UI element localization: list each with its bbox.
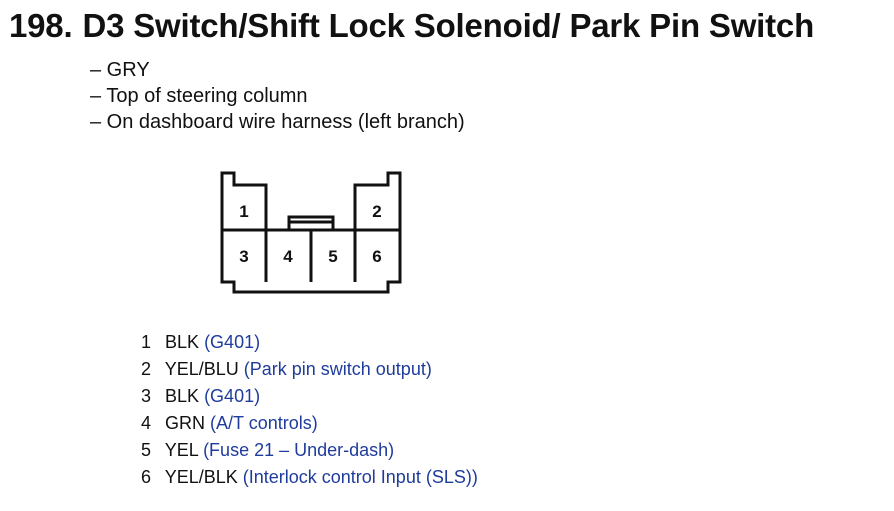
pin-label-5: 5 [328, 247, 337, 266]
wire-color: YEL/BLK [164, 467, 238, 487]
page-title: 198.D3 Switch/Shift Lock Solenoid/ Park … [9, 6, 814, 46]
connector-housing-outline [220, 171, 402, 294]
pin-assignment-list: 1 BLK (G401) 2 YEL/BLU (Park pin switch … [141, 329, 478, 491]
pin-number: 1 [141, 332, 152, 352]
connector-harness-info: – On dashboard wire harness (left branch… [90, 111, 465, 133]
pin-number: 4 [141, 413, 152, 433]
pin-label-1: 1 [239, 202, 248, 221]
pin-row: 4 GRN (A/T controls) [141, 410, 478, 437]
connector-location-info: – Top of steering column [90, 85, 308, 107]
pin-number: 2 [141, 359, 152, 379]
pin-description-link[interactable]: (G401) [204, 386, 261, 406]
pin-row: 3 BLK (G401) [141, 383, 478, 410]
wire-color: BLK [165, 332, 200, 352]
pin-number: 3 [141, 386, 152, 406]
wire-color: BLK [165, 386, 200, 406]
pin-description-link[interactable]: (Park pin switch output) [243, 359, 432, 379]
pin-description-link[interactable]: (Fuse 21 – Under-dash) [203, 440, 395, 460]
pin-row: 5 YEL (Fuse 21 – Under-dash) [141, 437, 478, 464]
connector-diagram: 1 2 3 4 5 6 [220, 171, 402, 294]
title-number: 198. [9, 7, 73, 44]
connector-info-list: – GRY – Top of steering column – On dash… [90, 57, 465, 135]
wire-color: YEL/BLU [164, 359, 239, 379]
pin-label-3: 3 [239, 247, 248, 266]
wire-color: YEL [164, 440, 199, 460]
pin-row: 2 YEL/BLU (Park pin switch output) [141, 356, 478, 383]
title-text: D3 Switch/Shift Lock Solenoid/ Park Pin … [82, 7, 815, 44]
pin-label-6: 6 [372, 247, 381, 266]
pin-number: 5 [141, 440, 152, 460]
pin-label-2: 2 [372, 202, 381, 221]
wire-color: GRN [165, 413, 206, 433]
pin-row: 1 BLK (G401) [141, 329, 478, 356]
pin-row: 6 YEL/BLK (Interlock control Input (SLS)… [141, 464, 478, 491]
pin-description-link[interactable]: (G401) [204, 332, 261, 352]
pin-description-link[interactable]: (Interlock control Input (SLS)) [242, 467, 478, 487]
pin-description-link[interactable]: (A/T controls) [210, 413, 318, 433]
connector-color-info: – GRY [90, 59, 150, 81]
pin-label-4: 4 [283, 247, 293, 266]
pin-number: 6 [141, 467, 152, 487]
